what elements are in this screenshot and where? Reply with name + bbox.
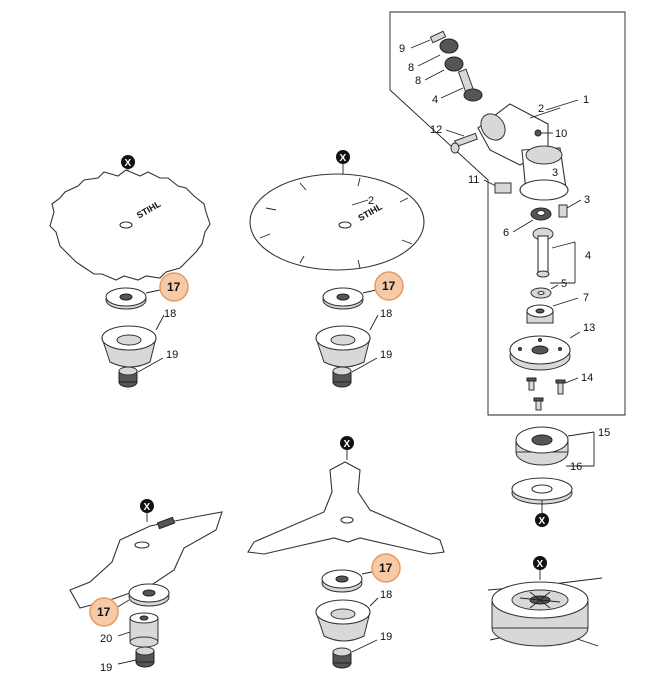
svg-text:17: 17 [167, 280, 181, 294]
part-12-pin [445, 129, 479, 154]
part-18-cup-slotted [315, 314, 379, 368]
label-18-saw: 18 [164, 308, 176, 320]
label-9: 9 [399, 43, 405, 55]
part-10-plug [534, 129, 553, 137]
label-16: 16 [570, 461, 582, 473]
part-8-ring-upper [417, 38, 459, 67]
label-19-saw: 19 [166, 349, 178, 361]
part-5-washer [530, 284, 559, 299]
callout-17-saw: 17 [159, 272, 189, 302]
shredder-blade [69, 511, 223, 609]
part-20-spacer [117, 612, 159, 648]
part-17-washer-tri [321, 569, 373, 593]
x-marker-tri-blade: X [340, 436, 354, 450]
svg-text:X: X [344, 439, 351, 450]
svg-text:X: X [340, 153, 347, 164]
part-18-cup-saw [101, 314, 165, 368]
label-15: 15 [598, 427, 610, 439]
label-13: 13 [583, 322, 595, 334]
label-2-housing: 2 [538, 103, 544, 115]
part-6-nut [512, 207, 552, 233]
label-1: 1 [583, 94, 589, 106]
svg-text:X: X [539, 516, 546, 527]
part-14-screws [526, 377, 579, 411]
svg-text:17: 17 [379, 561, 393, 575]
x-marker-mowing-head: X [533, 556, 547, 570]
label-3-housing: 3 [552, 167, 558, 179]
label-4-upper: 4 [432, 94, 438, 106]
label-19-shredder: 19 [100, 662, 112, 674]
part-9-screw [410, 30, 447, 49]
gear-head-assembly: 9 8 8 4 2 1 [389, 11, 626, 416]
label-8-upper: 8 [408, 62, 414, 74]
part-7-bearing [526, 297, 579, 324]
svg-text:X: X [144, 502, 151, 513]
part-19-nut-shredder [117, 646, 155, 668]
label-11: 11 [468, 174, 479, 186]
assembly-outline [389, 11, 626, 416]
x-marker-slotted-blade: X [336, 150, 350, 164]
x-marker-shredder: X [140, 499, 154, 513]
slotted-circular-blade: STIHL [249, 173, 425, 271]
part-3-key [558, 199, 582, 218]
label-19-tri: 19 [380, 631, 392, 643]
label-7: 7 [583, 292, 589, 304]
part-17-washer-slotted [322, 287, 377, 310]
x-marker-saw-blade: X [121, 155, 135, 169]
label-3: 3 [584, 194, 590, 206]
label-2-slotted: 2 [368, 195, 374, 207]
part-4-drive-shaft [532, 227, 576, 284]
part-17-washer-shredder [115, 583, 170, 609]
label-20: 20 [100, 633, 112, 645]
callout-17-shredder: 17 [89, 597, 119, 627]
part-2-gearbox-housing [477, 103, 569, 201]
part-13-flange [509, 331, 581, 371]
label-10: 10 [555, 128, 567, 140]
three-tooth-blade [247, 461, 445, 555]
label-6: 6 [503, 227, 509, 239]
svg-text:X: X [537, 559, 544, 570]
x-marker-disc: X [535, 513, 549, 527]
label-4: 4 [585, 250, 591, 262]
part-19-nut-tri [332, 639, 378, 669]
callout-17-slotted: 17 [374, 271, 404, 301]
part-17-washer-saw [105, 287, 161, 310]
label-5: 5 [561, 278, 567, 290]
part-4-pinion-upper [440, 68, 483, 102]
label-12: 12 [430, 124, 442, 136]
label-14: 14 [581, 372, 593, 384]
callout-17-tri: 17 [371, 553, 401, 583]
part-15-thrust-plate [515, 426, 595, 467]
part-18-cup-tri [315, 597, 379, 642]
part-16-disc [511, 477, 573, 513]
part-8-ring-lower [424, 56, 464, 81]
label-18-slotted: 18 [380, 308, 392, 320]
label-18-tri: 18 [380, 589, 392, 601]
part-19-nut-slotted [332, 357, 378, 388]
svg-text:17: 17 [382, 279, 396, 293]
label-8-lower: 8 [415, 75, 421, 87]
svg-text:17: 17 [97, 605, 111, 619]
part-19-nut-saw [118, 357, 164, 388]
label-19-slotted: 19 [380, 349, 392, 361]
mowing-head [487, 570, 603, 647]
part-11-screw [483, 179, 512, 194]
circular-saw-blade: STIHL [49, 169, 211, 281]
svg-text:X: X [125, 158, 132, 169]
